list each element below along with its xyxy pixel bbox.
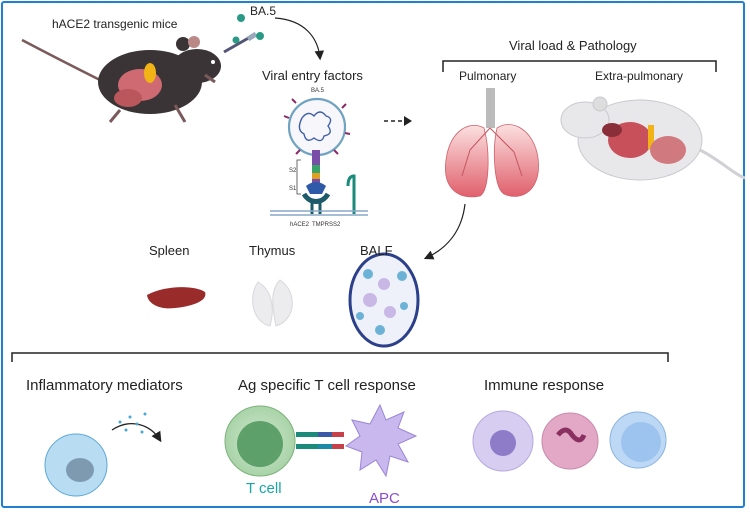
viral-load-title: Viral load & Pathology — [509, 38, 637, 53]
spleen-illustration — [147, 287, 206, 309]
balf-label: BALF — [360, 243, 393, 258]
virus-particles-icon — [232, 14, 264, 44]
s2-label: S2 — [289, 168, 297, 174]
thymus-label: Thymus — [249, 243, 296, 258]
virus-label: BA.5 — [250, 4, 277, 18]
extra-pulmonary-mouse-illustration — [560, 96, 746, 181]
t-cell-illustration — [224, 405, 296, 477]
arrow-virus-to-entry — [274, 17, 325, 61]
pulmonary-label: Pulmonary — [459, 69, 517, 83]
pipette-icon — [223, 31, 258, 54]
entry-title: Viral entry factors — [262, 68, 363, 83]
dashed-arrow — [384, 116, 412, 126]
arrow-lungs-to-balf — [423, 203, 466, 260]
lymphocyte-illustration — [609, 411, 667, 469]
macrophage-illustration — [472, 410, 534, 472]
tmprss2-label: TMPRSS2 — [312, 222, 341, 228]
tcr-mhc-complex-icon — [296, 432, 344, 449]
mice-label: hACE2 transgenic mice — [52, 17, 178, 31]
transgenic-mouse-illustration — [21, 36, 221, 123]
inflammatory-cell-illustration — [44, 412, 162, 497]
apc-label: APC — [369, 490, 400, 507]
virion-label: BA.5 — [311, 88, 325, 94]
virion-illustration — [270, 97, 368, 216]
neutrophil-illustration — [541, 412, 599, 470]
spleen-label: Spleen — [149, 243, 190, 258]
s1-label: S1 — [289, 186, 297, 192]
apc-illustration — [344, 403, 418, 478]
t-cell-label: T cell — [246, 480, 282, 497]
inflammatory-label: Inflammatory mediators — [26, 377, 183, 394]
ag-specific-label: Ag specific T cell response — [238, 377, 416, 394]
extra-pulmonary-label: Extra-pulmonary — [595, 69, 684, 83]
balf-illustration — [348, 252, 420, 348]
viral-load-bracket — [442, 60, 717, 72]
response-bracket — [11, 352, 669, 362]
hace2-label: hACE2 — [290, 222, 310, 228]
thymus-illustration — [252, 279, 293, 327]
immune-response-label: Immune response — [484, 377, 605, 394]
lungs-illustration — [445, 88, 539, 198]
